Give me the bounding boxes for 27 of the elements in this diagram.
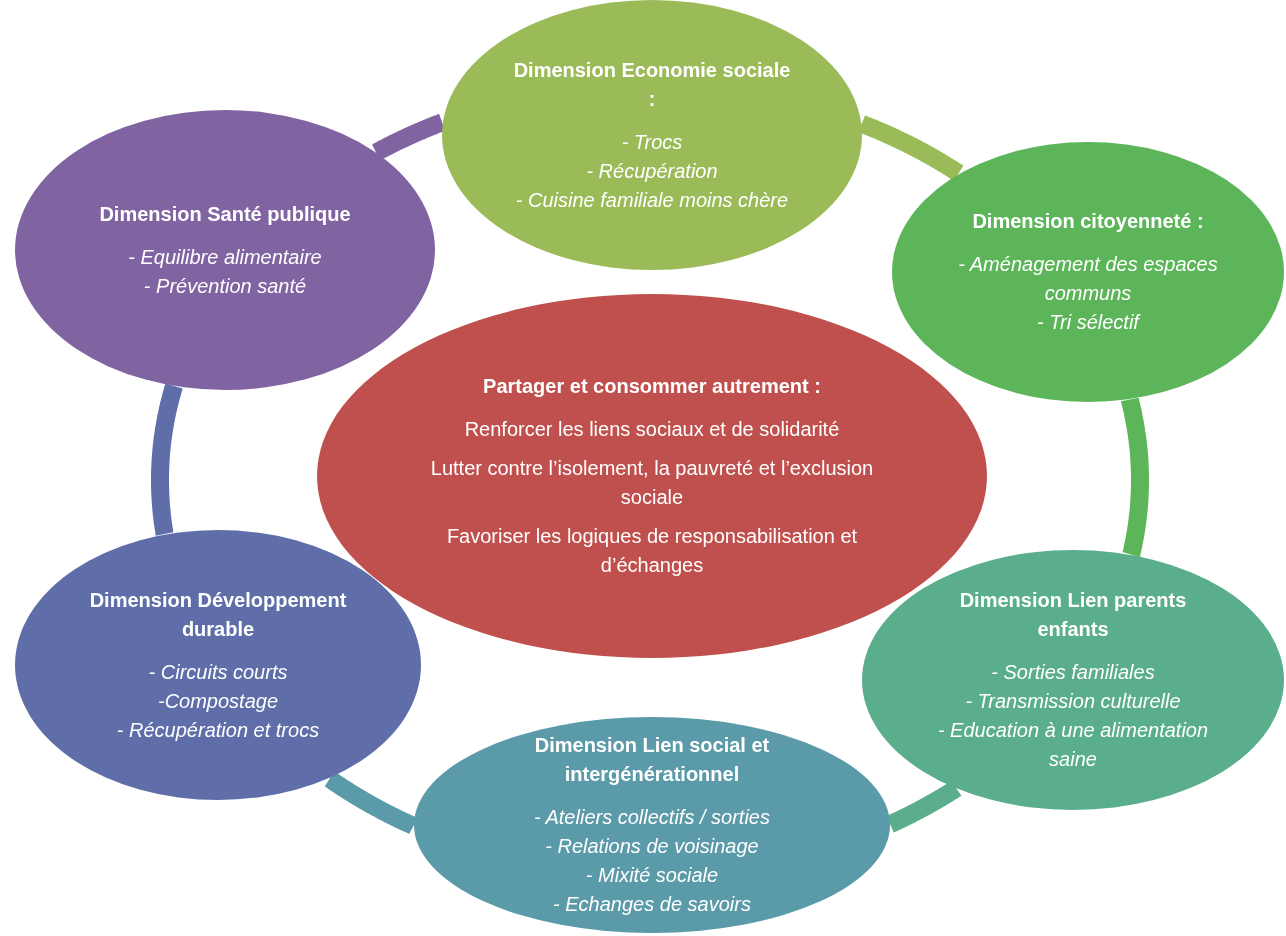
node-item: - Sorties familiales bbox=[991, 660, 1155, 685]
node-item: - Aménagement des espaces communs bbox=[957, 252, 1219, 306]
node-item: Renforcer les liens sociaux et de solidarité bbox=[464, 417, 840, 442]
node-item: - Echanges de savoirs bbox=[553, 892, 751, 917]
node-item: - Récupération et trocs bbox=[116, 717, 320, 743]
node-item: - Relations de voisinage bbox=[545, 834, 759, 859]
node-item: - Tri sélectif bbox=[1037, 310, 1139, 335]
node-item: - Cuisine familiale moins chère bbox=[515, 187, 789, 213]
node-item: - Transmission culturelle bbox=[965, 689, 1181, 714]
node-item: - Ateliers collectifs / sorties bbox=[534, 805, 770, 830]
node-item: Lutter contre l’isolement, la pauvreté et l’exclusion sociale bbox=[429, 456, 875, 510]
node-item: - Trocs bbox=[621, 129, 683, 155]
node-item: - Equilibre alimentaire bbox=[128, 244, 322, 270]
node-title: Dimension Lien social et intergénérationnel bbox=[533, 733, 771, 787]
node-title: Dimension Développement durable bbox=[88, 587, 348, 642]
node-item: -Compostage bbox=[157, 688, 279, 714]
node-item: - Education à une alimentation saine bbox=[936, 718, 1210, 772]
node-item: - Circuits courts bbox=[148, 659, 288, 685]
node-item: Favoriser les logiques de responsabilisation et d’échanges bbox=[445, 524, 859, 578]
node-title: Dimension Lien parents enfants bbox=[958, 588, 1188, 642]
node-title: Partager et consommer autrement : bbox=[483, 374, 821, 399]
node-item: - Mixité sociale bbox=[585, 863, 719, 888]
node-item: - Récupération bbox=[586, 158, 718, 184]
node-title: Dimension Economie sociale : bbox=[512, 57, 792, 112]
node-item: - Prévention santé bbox=[143, 273, 307, 299]
node-title: Dimension citoyenneté : bbox=[972, 209, 1204, 234]
node-title: Dimension Santé publique bbox=[99, 201, 351, 227]
